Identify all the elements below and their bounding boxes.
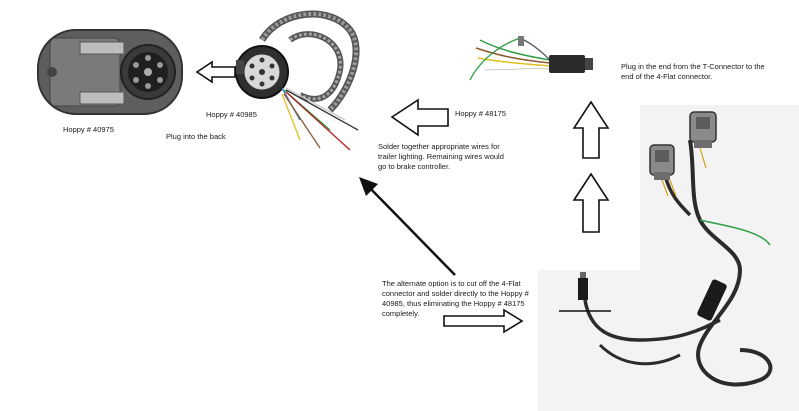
four-flat-connector-icon <box>469 36 593 81</box>
solder-note: Solder together appropriate wires for tr… <box>378 142 504 171</box>
alternate-option-note: The alternate option is to cut off the 4… <box>382 279 529 318</box>
arrow-diagonal-to-harness-icon <box>359 177 456 276</box>
t-connector-note: Plug in the end from the T-Connector to … <box>621 62 765 81</box>
t-connector-plug-left <box>649 144 675 180</box>
receptacle-part-label: Hoppy # 40975 <box>63 125 114 134</box>
arrow-right-to-cut-icon <box>443 308 524 334</box>
four-flat-part-label: Hoppy # 48175 <box>455 109 506 118</box>
arrow-left-to-receptacle-icon <box>195 60 236 84</box>
t-connector-plug-right <box>689 111 717 148</box>
harness-part-label: Hoppy # 40985 <box>206 110 257 119</box>
receptacle-icon <box>37 29 183 115</box>
t-connector-photo-bg-upper <box>640 105 799 275</box>
arrow-up-bottom-icon <box>572 172 610 233</box>
arrow-left-to-harness-icon <box>390 98 449 137</box>
plug-back-note: Plug into the back <box>166 132 226 141</box>
t-connector-harness-icon <box>578 111 773 387</box>
seven-way-harness-icon <box>235 10 360 151</box>
arrow-up-top-icon <box>572 100 610 159</box>
